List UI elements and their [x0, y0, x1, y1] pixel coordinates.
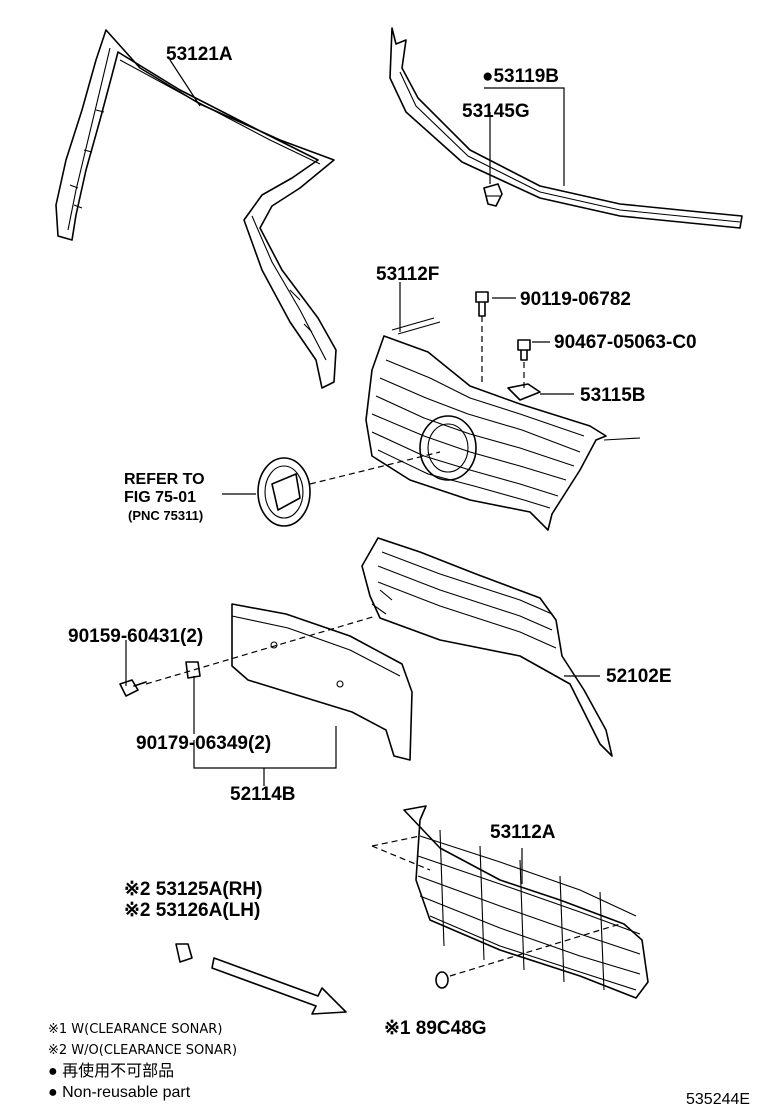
- label-53145G: 53145G: [462, 101, 530, 122]
- label-90467-05063-C0: 90467-05063-C0: [554, 332, 697, 353]
- emblem-75311: [257, 457, 311, 527]
- cover-52102E: [361, 537, 613, 757]
- diagram-id: 535244E: [686, 1091, 750, 1108]
- label-53126A-lh: ※2 53126A(LH): [124, 900, 260, 921]
- legend-note-4: ● Non-reusable part: [48, 1084, 191, 1101]
- sensor-89C48G: [435, 971, 449, 989]
- leader-lines: [125, 59, 621, 977]
- legend-note-3: ● 再使用不可部品: [48, 1062, 174, 1080]
- label-90159-60431: 90159-60431(2): [68, 626, 203, 647]
- bracket-52114B: [231, 603, 413, 761]
- grille-53112A: [403, 805, 649, 999]
- grille-53112F: [365, 317, 641, 531]
- legend-note-1: ※1 W(CLEARANCE SONAR): [48, 1022, 222, 1037]
- label-pnc-75311: (PNC 75311): [128, 508, 203, 523]
- clip-53125A-53126A: [175, 943, 193, 963]
- bolt-90119: [475, 291, 489, 317]
- clip-53145G: [483, 183, 503, 207]
- nut-90179: [185, 661, 201, 679]
- label-52102E: 52102E: [606, 666, 672, 687]
- label-89C48G: ※1 89C48G: [384, 1018, 487, 1039]
- label-53119B: ●53119B: [482, 66, 559, 87]
- screw-90159: [119, 679, 147, 697]
- label-53115B: 53115B: [580, 385, 646, 406]
- molding-53119B: [389, 27, 743, 229]
- label-90119-06782: 90119-06782: [520, 289, 631, 310]
- screw-90467: [517, 339, 531, 361]
- label-90179-06349: 90179-06349(2): [136, 733, 271, 754]
- molding-53121A: [55, 29, 337, 389]
- label-fig-75-01: FIG 75-01: [124, 489, 196, 506]
- label-53112A: 53112A: [490, 822, 556, 843]
- legend-note-2: ※2 W/O(CLEARANCE SONAR): [48, 1043, 237, 1058]
- direction-arrow: [211, 957, 347, 1015]
- label-53121A: 53121A: [166, 44, 233, 65]
- label-53125A-rh: ※2 53125A(RH): [124, 879, 262, 900]
- label-refer-to: REFER TO: [124, 471, 205, 488]
- bracket-53115B: [507, 383, 541, 401]
- label-52114B: 52114B: [230, 784, 296, 805]
- label-53112F: 53112F: [376, 264, 439, 285]
